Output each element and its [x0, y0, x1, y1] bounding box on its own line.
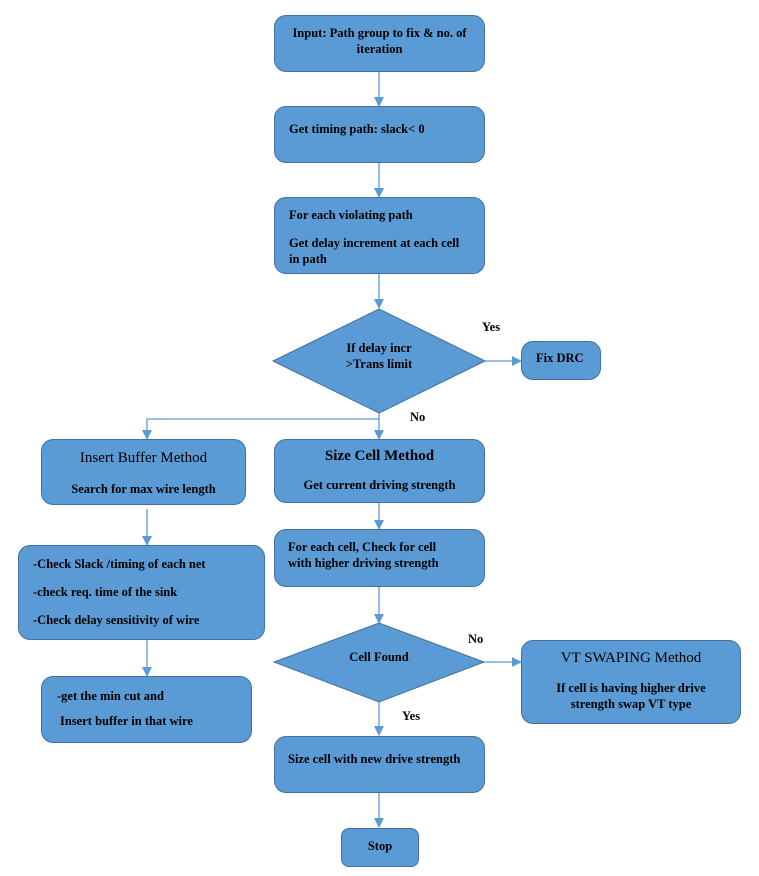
- node-size-cell-method: Size Cell Method Get current driving str…: [274, 439, 485, 503]
- edge-label-delay-no: No: [410, 410, 426, 424]
- arrow-decision-to-insertbuffer: [142, 418, 379, 440]
- decision-delay-line-2: >Trans limit: [345, 357, 413, 371]
- node-vt-swaping-method: VT SWAPING Method If cell is having high…: [521, 640, 741, 724]
- node-input: Input: Path group to fix & no. of iterat…: [274, 15, 485, 72]
- node-min-cut: -get the min cut and Insert buffer in th…: [41, 676, 252, 743]
- node-insert-buffer-title: Insert Buffer Method: [79, 450, 208, 466]
- node-for-each-cell: For each cell, Check for cell with highe…: [274, 529, 485, 587]
- node-vt-swap-title: VT SWAPING Method: [560, 650, 702, 666]
- edge-label-delay-yes: Yes: [482, 320, 501, 334]
- node-for-each-cell-line-2: with higher driving strength: [288, 556, 439, 570]
- node-for-each-violating-path: For each violating path Get delay increm…: [274, 197, 485, 274]
- node-size-new-line-1: Size cell with new drive strength: [288, 752, 461, 766]
- node-min-cut-line-1: -get the min cut and: [57, 689, 164, 703]
- node-get-timing-path: Get timing path: slack< 0: [274, 106, 485, 163]
- node-fix-drc-line-1: Fix DRC: [536, 351, 584, 365]
- node-check-slack-line-3: -Check delay sensitivity of wire: [33, 613, 200, 627]
- node-stop: Stop: [341, 828, 419, 867]
- node-check-slack-line-2: -check req. time of the sink: [33, 585, 178, 599]
- node-min-cut-line-2: Insert buffer in that wire: [60, 714, 193, 728]
- node-insert-buffer-method: Insert Buffer Method Search for max wire…: [41, 439, 246, 505]
- edge-label-cell-yes: Yes: [402, 709, 421, 723]
- node-stop-line-1: Stop: [367, 839, 393, 853]
- edge-label-cell-no: No: [468, 632, 484, 646]
- decision-diamond-delay: [271, 308, 487, 414]
- node-get-timing-path-line-1: Get timing path: slack< 0: [289, 122, 425, 136]
- node-input-line-2: iteration: [356, 42, 403, 56]
- node-check-slack: -Check Slack /timing of each net -check …: [18, 545, 265, 640]
- decision-delay-line-1: If delay incr: [346, 341, 412, 355]
- node-size-cell-new-drive: Size cell with new drive strength: [274, 736, 485, 793]
- node-check-slack-line-1: -Check Slack /timing of each net: [33, 557, 206, 571]
- node-size-cell-title: Size Cell Method: [324, 448, 435, 464]
- node-for-each-path-line-1: For each violating path: [289, 208, 413, 222]
- decision-cell-found-line-1: Cell Found: [349, 650, 409, 664]
- node-for-each-path-line-3: in path: [289, 252, 327, 266]
- decision-diamond-cell-found: [272, 622, 486, 703]
- node-input-line-1: Input: Path group to fix & no. of: [292, 26, 467, 40]
- node-vt-swap-line-1: If cell is having higher drive: [556, 681, 706, 695]
- node-for-each-path-line-2: Get delay increment at each cell: [289, 236, 460, 250]
- node-vt-swap-line-2: strength swap VT type: [570, 697, 692, 711]
- node-insert-buffer-line-1: Search for max wire length: [71, 482, 216, 496]
- node-for-each-cell-line-1: For each cell, Check for cell: [288, 540, 437, 554]
- node-fix-drc: Fix DRC: [521, 341, 601, 380]
- node-size-cell-line-1: Get current driving strength: [303, 478, 456, 492]
